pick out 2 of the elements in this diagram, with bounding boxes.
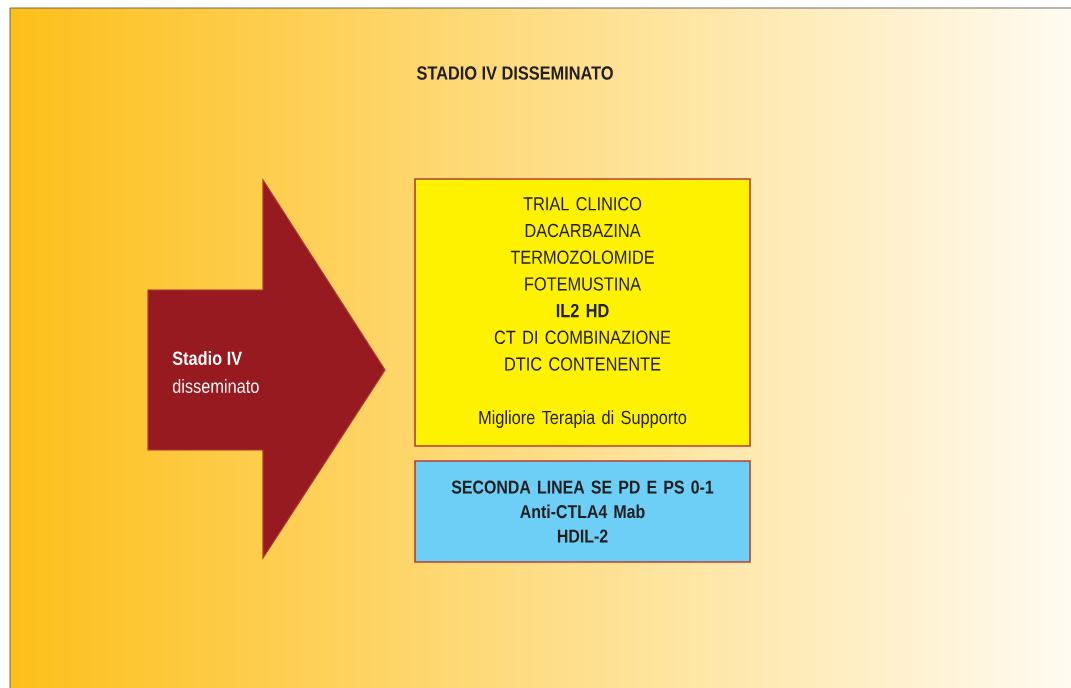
title: STADIO IV DISSEMINATO (417, 66, 613, 80)
treatment-box: TRIAL CLINICO DACARBAZINA TERMOZOLOMIDE FOTEMUSTINA IL2 HD CT DI COMBINAZIONE DTIC CONTENENTE Migliore Terapia di Supporto (414, 178, 751, 447)
